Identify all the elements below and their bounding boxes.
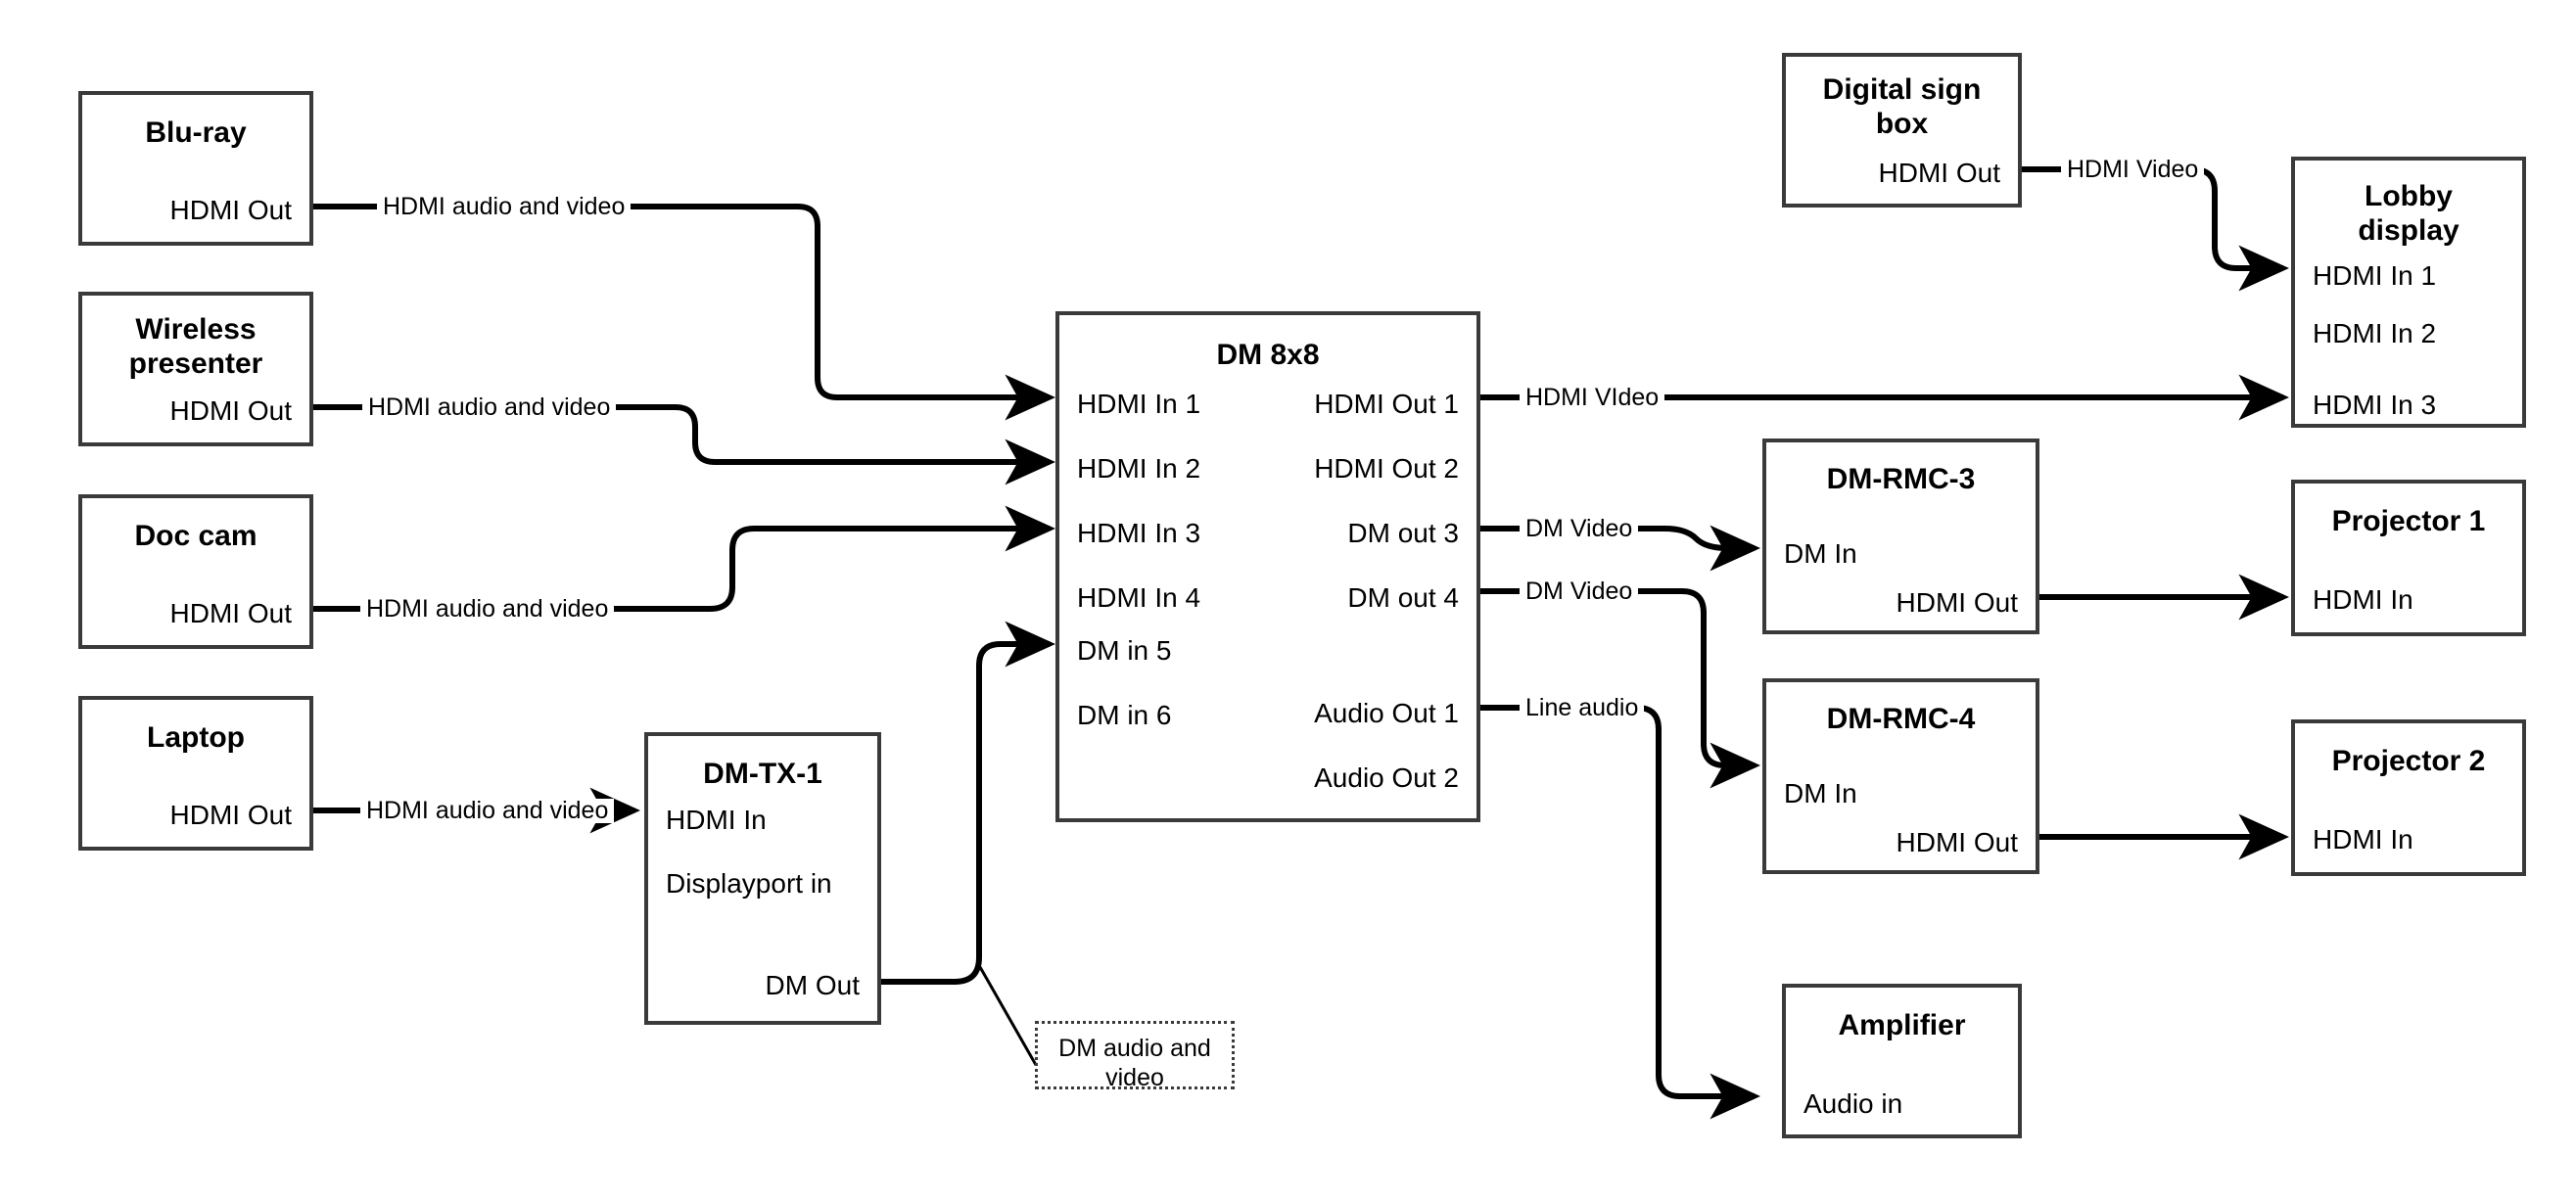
callout-dm-audio-and-video: DM audio and video xyxy=(1035,1021,1235,1091)
node-title-lobby-display-line2: display xyxy=(2358,214,2459,247)
port-projector-1-hdmi-in[interactable]: HDMI In xyxy=(2313,584,2413,615)
node-title-digital-sign-box-line2: box xyxy=(1875,108,1929,140)
port-dm-8x8-dm-out-4[interactable]: DM out 4 xyxy=(1347,582,1459,613)
port-lobby-display-hdmi-in-2[interactable]: HDMI In 2 xyxy=(2313,318,2437,348)
node-title-blu-ray: Blu-ray xyxy=(145,116,247,149)
wire-label-wireless-to-hdmi-in-2: HDMI audio and video xyxy=(362,395,617,420)
node-title-wireless-presenter-line1: Wireless xyxy=(135,313,257,346)
node-dm-rmc-4[interactable]: DM-RMC-4 DM In HDMI Out xyxy=(1762,678,2039,874)
node-wireless-presenter[interactable]: Wireless presenter HDMI Out xyxy=(78,292,313,446)
wire-bluray-to-hdmi-in-1 xyxy=(313,204,1056,421)
port-dm-tx-1-hdmi-in[interactable]: HDMI In xyxy=(666,805,767,835)
node-dm-rmc-3[interactable]: DM-RMC-3 DM In HDMI Out xyxy=(1762,439,2039,634)
port-lobby-display-hdmi-in-3[interactable]: HDMI In 3 xyxy=(2313,390,2437,420)
node-title-doc-cam: Doc cam xyxy=(134,520,258,552)
node-title-dm-8x8: DM 8x8 xyxy=(1216,339,1320,371)
node-doc-cam[interactable]: Doc cam HDMI Out xyxy=(78,494,313,649)
wire-label-hdmi-out-1-to-lobby-3: HDMI VIdeo xyxy=(1520,386,1665,410)
node-title-amplifier: Amplifier xyxy=(1838,1009,1966,1041)
port-blu-ray-hdmi-out[interactable]: HDMI Out xyxy=(169,195,292,225)
port-laptop-hdmi-out[interactable]: HDMI Out xyxy=(169,800,292,830)
node-title-digital-sign-box-line1: Digital sign xyxy=(1822,73,1982,106)
port-wireless-presenter-hdmi-out[interactable]: HDMI Out xyxy=(169,395,292,426)
port-dm-8x8-hdmi-in-1[interactable]: HDMI In 1 xyxy=(1077,389,1201,419)
wire-dmtx1-to-dm-in-5 xyxy=(881,621,1056,985)
port-dm-8x8-hdmi-in-3[interactable]: HDMI In 3 xyxy=(1077,518,1201,548)
port-lobby-display-hdmi-in-1[interactable]: HDMI In 1 xyxy=(2313,260,2437,291)
wire-label-dm-out-4-to-rmc4: DM Video xyxy=(1520,579,1639,604)
node-blu-ray[interactable]: Blu-ray HDMI Out xyxy=(78,91,313,246)
node-title-laptop: Laptop xyxy=(147,721,245,754)
port-dm-8x8-dm-in-5[interactable]: DM in 5 xyxy=(1077,635,1172,666)
node-title-lobby-display-line1: Lobby xyxy=(2365,180,2453,212)
wire-label-signbox-to-lobby-1: HDMI Video xyxy=(2061,158,2205,182)
wire-label-audio-out-1-to-amp: Line audio xyxy=(1520,696,1645,720)
port-dm-rmc-3-hdmi-out[interactable]: HDMI Out xyxy=(1896,587,2018,618)
wire-label-dm-out-3-to-rmc3: DM Video xyxy=(1520,517,1639,541)
node-dm-tx-1[interactable]: DM-TX-1 HDMI In Displayport in DM Out xyxy=(644,732,881,1025)
node-dm-8x8[interactable]: DM 8x8 HDMI In 1 HDMI In 2 HDMI In 3 HDM… xyxy=(1055,311,1480,822)
port-dm-rmc-4-hdmi-out[interactable]: HDMI Out xyxy=(1896,827,2018,857)
node-title-projector-1: Projector 1 xyxy=(2331,505,2486,537)
node-amplifier[interactable]: Amplifier Audio in xyxy=(1782,984,2022,1138)
port-dm-tx-1-displayport-in[interactable]: Displayport in xyxy=(666,868,832,899)
node-projector-2[interactable]: Projector 2 HDMI In xyxy=(2291,719,2526,876)
node-title-wireless-presenter-line2: presenter xyxy=(128,347,263,380)
node-laptop[interactable]: Laptop HDMI Out xyxy=(78,696,313,851)
wire-label-doccam-to-hdmi-in-3: HDMI audio and video xyxy=(360,597,615,622)
wire-audio-out-1-to-amp xyxy=(1480,705,1761,1120)
port-dm-8x8-audio-out-2[interactable]: Audio Out 2 xyxy=(1314,762,1459,793)
port-dm-8x8-hdmi-in-4[interactable]: HDMI In 4 xyxy=(1077,582,1201,613)
wire-signbox-to-lobby-1 xyxy=(2022,166,2290,292)
port-dm-8x8-audio-out-1[interactable]: Audio Out 1 xyxy=(1314,698,1459,728)
callout-text-line1: DM audio and xyxy=(1058,1035,1211,1062)
port-dm-8x8-hdmi-out-2[interactable]: HDMI Out 2 xyxy=(1314,453,1459,484)
port-amplifier-audio-in[interactable]: Audio in xyxy=(1803,1088,1903,1119)
node-title-dm-rmc-3: DM-RMC-3 xyxy=(1826,463,1976,495)
port-dm-rmc-3-dm-in[interactable]: DM In xyxy=(1784,538,1857,569)
port-doc-cam-hdmi-out[interactable]: HDMI Out xyxy=(169,598,292,628)
node-title-dm-rmc-4: DM-RMC-4 xyxy=(1826,703,1976,735)
port-dm-8x8-dm-in-6[interactable]: DM in 6 xyxy=(1077,700,1172,730)
wire-label-bluray-to-hdmi-in-1: HDMI audio and video xyxy=(377,195,632,219)
callout-text-line2: video xyxy=(1105,1064,1164,1091)
port-digital-sign-box-hdmi-out[interactable]: HDMI Out xyxy=(1878,158,2000,188)
wire-callout-leader xyxy=(978,966,1038,1066)
port-dm-rmc-4-dm-in[interactable]: DM In xyxy=(1784,778,1857,808)
node-title-dm-tx-1: DM-TX-1 xyxy=(703,758,822,790)
node-digital-sign-box[interactable]: Digital sign box HDMI Out xyxy=(1782,53,2022,208)
port-dm-8x8-dm-out-3[interactable]: DM out 3 xyxy=(1347,518,1459,548)
port-dm-8x8-hdmi-in-2[interactable]: HDMI In 2 xyxy=(1077,453,1201,484)
node-projector-1[interactable]: Projector 1 HDMI In xyxy=(2291,480,2526,636)
port-projector-2-hdmi-in[interactable]: HDMI In xyxy=(2313,824,2413,855)
wire-dm-out-4-to-rmc4 xyxy=(1480,588,1761,789)
port-dm-tx-1-dm-out[interactable]: DM Out xyxy=(765,970,860,1000)
node-title-projector-2: Projector 2 xyxy=(2331,745,2486,777)
node-lobby-display[interactable]: Lobby display HDMI In 1 HDMI In 2 HDMI I… xyxy=(2291,157,2526,428)
port-dm-8x8-hdmi-out-1[interactable]: HDMI Out 1 xyxy=(1314,389,1459,419)
wire-label-laptop-to-dmtx1: HDMI audio and video xyxy=(360,799,615,823)
